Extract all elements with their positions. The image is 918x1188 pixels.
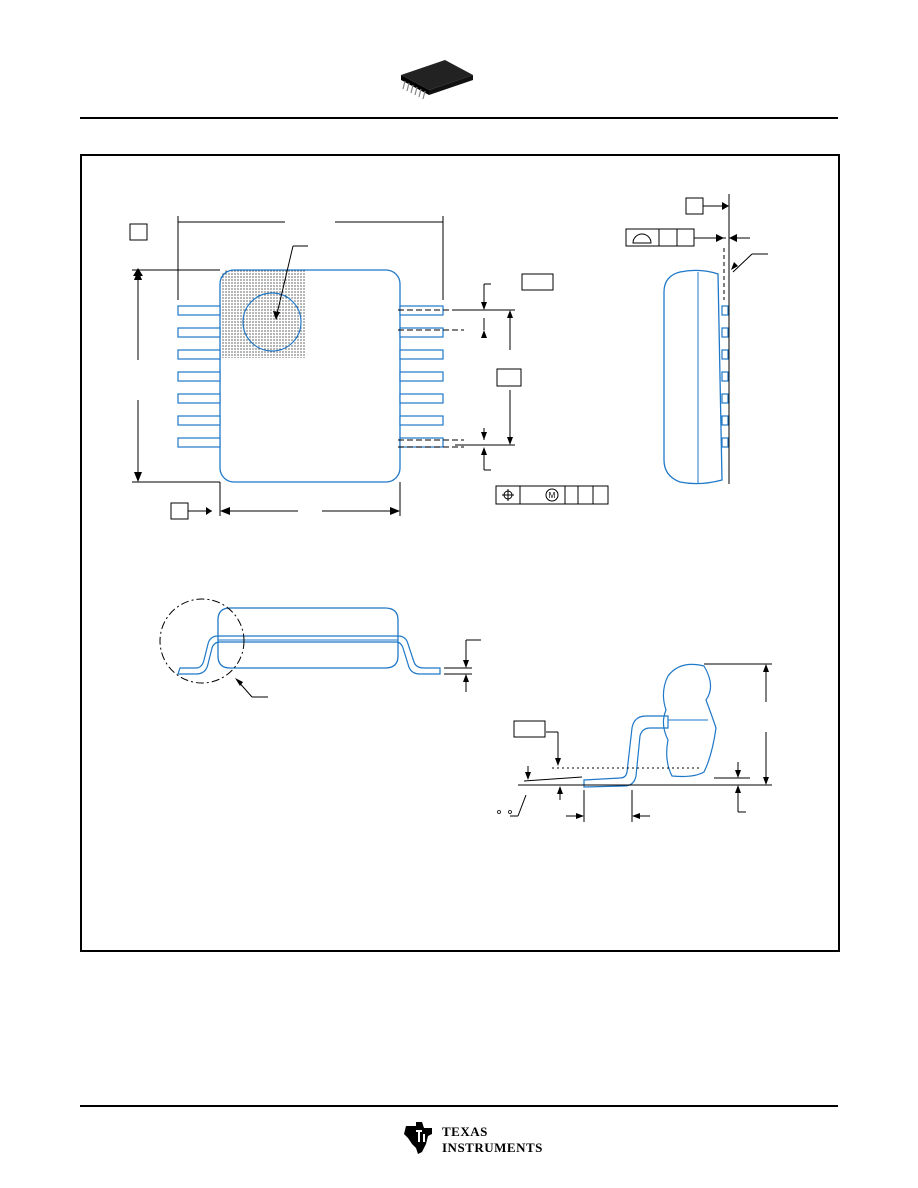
detail-body-break [662, 663, 717, 778]
dimension-box-gauge [513, 720, 546, 738]
position-tolerance-icon [502, 489, 514, 501]
dimension-box-middle [496, 368, 522, 387]
profile-surface-icon [632, 233, 652, 244]
pin1-shaded-area [220, 270, 305, 358]
footer-rule [80, 1105, 838, 1107]
mmc-icon [545, 488, 559, 502]
detail-view [497, 663, 772, 822]
top-view: M [129, 216, 609, 520]
datum-box-a [129, 223, 148, 241]
right-leads [399, 305, 444, 448]
ti-logo-icon [404, 1122, 432, 1154]
detail-view-circle [159, 598, 245, 684]
front-view-body [217, 607, 399, 669]
profile-tolerance-frame [625, 228, 695, 247]
left-leads [177, 305, 221, 448]
end-view-body [663, 269, 723, 485]
package-3d-icon [401, 60, 473, 100]
position-tolerance-frame [495, 485, 609, 505]
degree-mark-1 [497, 810, 501, 814]
datum-box-b [170, 502, 189, 520]
mmc-letter: M [549, 491, 556, 500]
front-view [159, 598, 481, 698]
dimension-box-top [521, 273, 554, 291]
drawing-frame [80, 154, 840, 952]
pin1-indicator-circle [242, 292, 302, 352]
header-rule [80, 117, 838, 119]
ti-logo-line2: Instruments [442, 1140, 543, 1155]
datum-box-c [685, 197, 704, 215]
end-view [625, 194, 768, 485]
front-view-lead-outline [177, 635, 441, 675]
degree-mark-2 [508, 810, 512, 814]
detail-lead [583, 715, 669, 788]
ti-logo-line1: Texas [442, 1124, 488, 1139]
